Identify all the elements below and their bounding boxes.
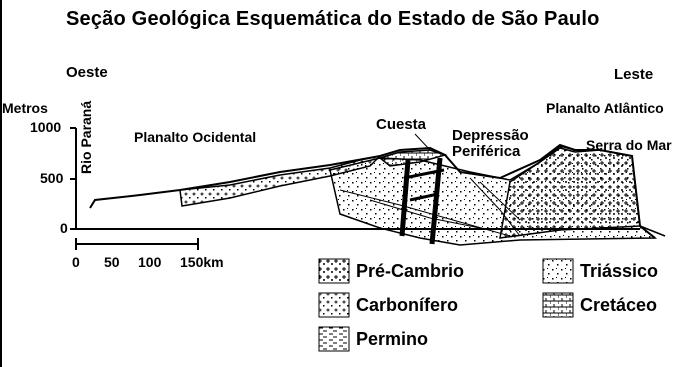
region-planalto-ocidental: Planalto Ocidental [134, 129, 257, 145]
scale-tick-50: 50 [104, 254, 120, 270]
cretaceous-swatch [542, 292, 574, 318]
scale-tick-150km: 150km [180, 254, 224, 270]
surface-profile [89, 143, 656, 239]
axis-unit-label: Metros [2, 100, 48, 116]
east-label: Leste [614, 66, 654, 83]
pre-cambrian-swatch [318, 258, 350, 284]
axis-tick-1000: 1000 [30, 119, 62, 135]
legend-label: Cretáceo [580, 294, 658, 315]
region-serra-do-mar: Serra do Mar [586, 137, 672, 153]
region-periferica: Periférica [452, 143, 521, 160]
cretaceous-band [179, 154, 383, 207]
carboniferous-swatch [318, 292, 350, 318]
left-border [0, 0, 2, 367]
scale-tick-0: 0 [72, 254, 80, 270]
scale-bar [75, 238, 199, 250]
legend-item-triassic: Triássico [542, 258, 658, 284]
permian-swatch [318, 326, 350, 352]
coast-line [639, 225, 666, 237]
fault-lines [399, 157, 445, 245]
legend-label: Carbonífero [356, 294, 459, 315]
precambrian-body [499, 145, 641, 239]
legend-label: Permino [356, 328, 429, 349]
axis-tick-0: 0 [60, 220, 68, 236]
legend-item-cretaceous: Cretáceo [542, 292, 657, 318]
legend-label: Triássico [580, 260, 659, 281]
legend-item-permian: Permino [318, 326, 428, 352]
legend-item-carboniferous: Carbonífero [318, 292, 458, 318]
region-planalto-atlantico: Planalto Atlântico [546, 100, 664, 116]
region-depressao: Depressão [452, 127, 529, 144]
region-cuesta: Cuesta [376, 116, 427, 133]
axis-tick-500: 500 [40, 170, 64, 186]
diagram-title: Seção Geológica Esquemática do Estado de… [66, 8, 600, 30]
legend-item-pre-cambrian: Pré-Cambrio [318, 258, 464, 284]
triassic-swatch [542, 258, 574, 284]
cuesta-leader [414, 133, 431, 151]
west-label: Oeste [66, 64, 108, 81]
scale-tick-100: 100 [138, 254, 162, 270]
legend-label: Pré-Cambrio [356, 260, 465, 281]
strata-lines [339, 177, 521, 237]
